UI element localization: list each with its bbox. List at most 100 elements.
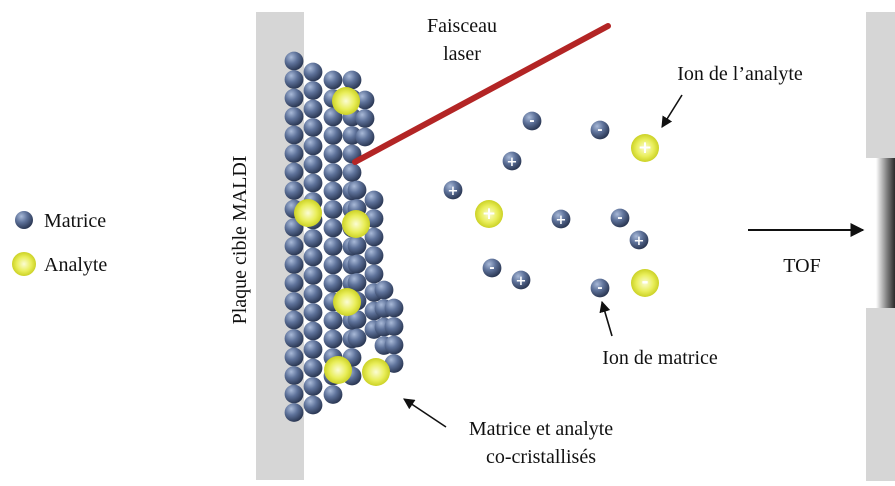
matrix-ion: + [443, 180, 463, 200]
analyte-ion: + [631, 134, 659, 162]
analyte-ion-sphere [631, 134, 659, 162]
matrix-ion: + [629, 230, 649, 250]
matrix-sphere [303, 62, 323, 82]
matrix-sphere [347, 328, 367, 348]
analyte-ion: + [475, 200, 503, 228]
matrix-sphere [323, 274, 343, 293]
matrix-sphere [303, 155, 323, 174]
matrix-sphere [342, 163, 362, 182]
laser-label-line2: laser [443, 43, 481, 65]
matrix-sphere [284, 181, 304, 200]
crystal-layer [284, 51, 404, 422]
matrix-sphere [323, 218, 343, 238]
plate-label: Plaque cible MALDI [229, 156, 251, 325]
matrix-sphere [303, 173, 323, 193]
matrix-sphere [323, 144, 343, 164]
matrix-sphere [323, 255, 343, 275]
matrix-sphere [323, 200, 343, 219]
legend-matrice-swatch [15, 211, 33, 229]
matrix-sphere [303, 118, 323, 137]
ion-charge-sign: + [516, 274, 527, 289]
ion-matrice-arrow [599, 300, 613, 337]
matrix-sphere [374, 280, 394, 300]
analyte-ion-sphere [631, 269, 659, 297]
ion-charge-sign: + [634, 234, 645, 249]
matrix-sphere [347, 236, 367, 255]
legend-analyte-swatch [12, 252, 36, 276]
matrix-sphere [303, 266, 323, 285]
ion-analyte-arrow [661, 94, 683, 128]
matrix-sphere [284, 107, 304, 126]
matrix-sphere [284, 310, 304, 330]
matrix-sphere [347, 254, 367, 274]
ion-charge-sign: - [597, 281, 602, 296]
matrix-sphere [284, 273, 304, 293]
analyte-sphere [333, 288, 361, 316]
legend-matrice-label: Matrice [44, 210, 106, 232]
matrix-sphere [364, 227, 384, 247]
matrix-sphere [284, 329, 304, 348]
matrix-sphere [284, 255, 304, 274]
matrix-ion-sphere [610, 208, 630, 228]
matrix-sphere [347, 180, 367, 200]
legend-analyte-label: Analyte [44, 254, 107, 276]
tof-label: TOF [783, 255, 820, 277]
matrix-sphere [303, 99, 323, 119]
ion-charge-sign: - [641, 272, 648, 292]
matrix-sphere [284, 51, 304, 71]
matrix-ion: - [610, 208, 630, 228]
matrix-sphere [303, 377, 323, 396]
ion-matrice-label: Ion de matrice [602, 347, 718, 369]
matrix-sphere [284, 236, 304, 256]
matrix-sphere [323, 163, 343, 182]
matrix-ion-sphere [502, 151, 522, 171]
matrix-sphere [364, 190, 384, 210]
matrix-ion-sphere [551, 209, 571, 229]
matrix-ion: + [511, 270, 531, 290]
matrix-ion: - [522, 111, 542, 131]
matrix-sphere [303, 136, 323, 156]
ions-layer: --+++++-+-+-- [443, 111, 659, 298]
matrix-ion-sphere [482, 258, 502, 278]
ion-charge-sign: + [556, 213, 567, 228]
analyte-sphere [342, 210, 370, 238]
matrix-ion-sphere [590, 278, 610, 298]
matrix-ion: + [502, 151, 522, 171]
matrix-ion-sphere [511, 270, 531, 290]
cocrystal-arrow [403, 398, 447, 428]
matrix-sphere [303, 340, 323, 359]
ion-charge-sign: - [489, 261, 494, 276]
matrix-sphere [347, 273, 367, 292]
analyte-sphere [324, 356, 352, 384]
analyte-sphere [332, 87, 360, 115]
ion-analyte-label: Ion de l’analyte [677, 63, 803, 85]
matrix-sphere [303, 321, 323, 341]
matrix-sphere [284, 144, 304, 163]
matrix-sphere [342, 70, 362, 90]
matrix-sphere [303, 303, 323, 322]
matrix-sphere [303, 229, 323, 248]
matrix-sphere [384, 298, 404, 318]
matrix-ion: + [551, 209, 571, 229]
tof-wall-top [866, 12, 895, 158]
ion-charge-sign: - [529, 114, 534, 129]
laser-beam [352, 23, 611, 165]
matrix-sphere [323, 126, 343, 145]
matrix-sphere [323, 329, 343, 349]
matrix-sphere [323, 385, 343, 404]
matrix-sphere [284, 70, 304, 89]
matrix-sphere [303, 81, 323, 100]
matrix-sphere [384, 335, 404, 355]
matrix-sphere [284, 403, 304, 422]
ion-charge-sign: + [507, 155, 518, 170]
matrix-sphere [355, 90, 375, 110]
ion-charge-sign: + [638, 138, 652, 158]
cocrystal-label-line1: Matrice et analyte [469, 418, 613, 440]
matrix-sphere [284, 162, 304, 182]
matrix-sphere [364, 264, 384, 284]
matrix-ion-sphere [629, 230, 649, 250]
matrix-sphere [284, 384, 304, 404]
matrix-sphere [323, 107, 343, 127]
